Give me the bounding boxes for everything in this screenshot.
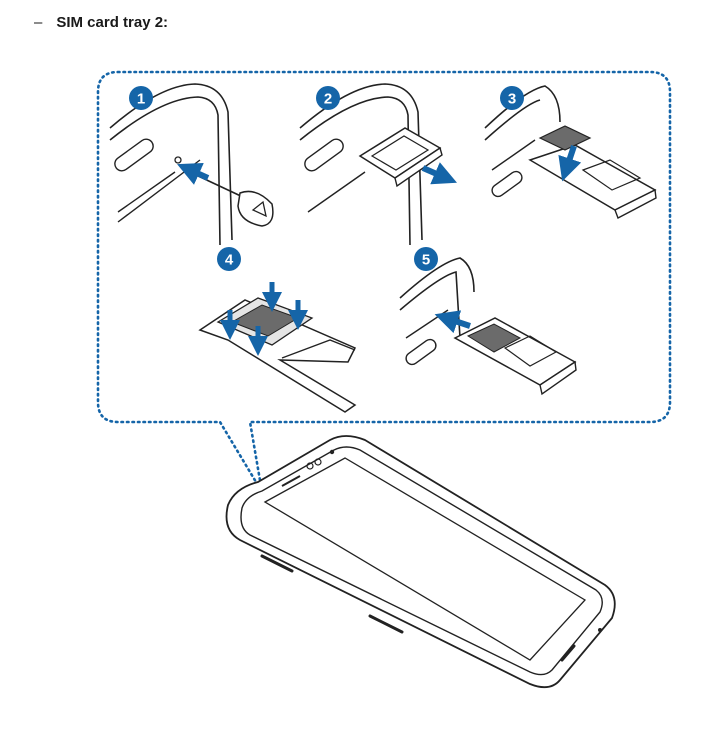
step-4-illustration — [198, 282, 357, 413]
step-badge-3: 3 — [500, 86, 524, 110]
list-dash: – — [34, 14, 43, 31]
step-badge-5: 5 — [414, 247, 438, 271]
section-title: SIM card tray 2: — [56, 14, 169, 31]
step-number-2: 2 — [324, 91, 332, 108]
callout-bubble — [96, 70, 672, 493]
step-5-illustration — [399, 257, 577, 396]
step-number-4: 4 — [225, 252, 234, 269]
step-number-5: 5 — [422, 252, 430, 269]
section-heading: – SIM card tray 2: — [34, 14, 168, 31]
step-3-illustration — [484, 85, 657, 219]
step-number-1: 1 — [137, 91, 145, 108]
step-badge-1: 1 — [129, 86, 153, 110]
step-badge-2: 2 — [316, 86, 340, 110]
phone-illustration — [225, 435, 616, 689]
step-1-illustration — [109, 83, 274, 246]
step-number-3: 3 — [508, 91, 516, 108]
step-badge-4: 4 — [217, 247, 241, 271]
step-2-illustration — [299, 83, 458, 246]
